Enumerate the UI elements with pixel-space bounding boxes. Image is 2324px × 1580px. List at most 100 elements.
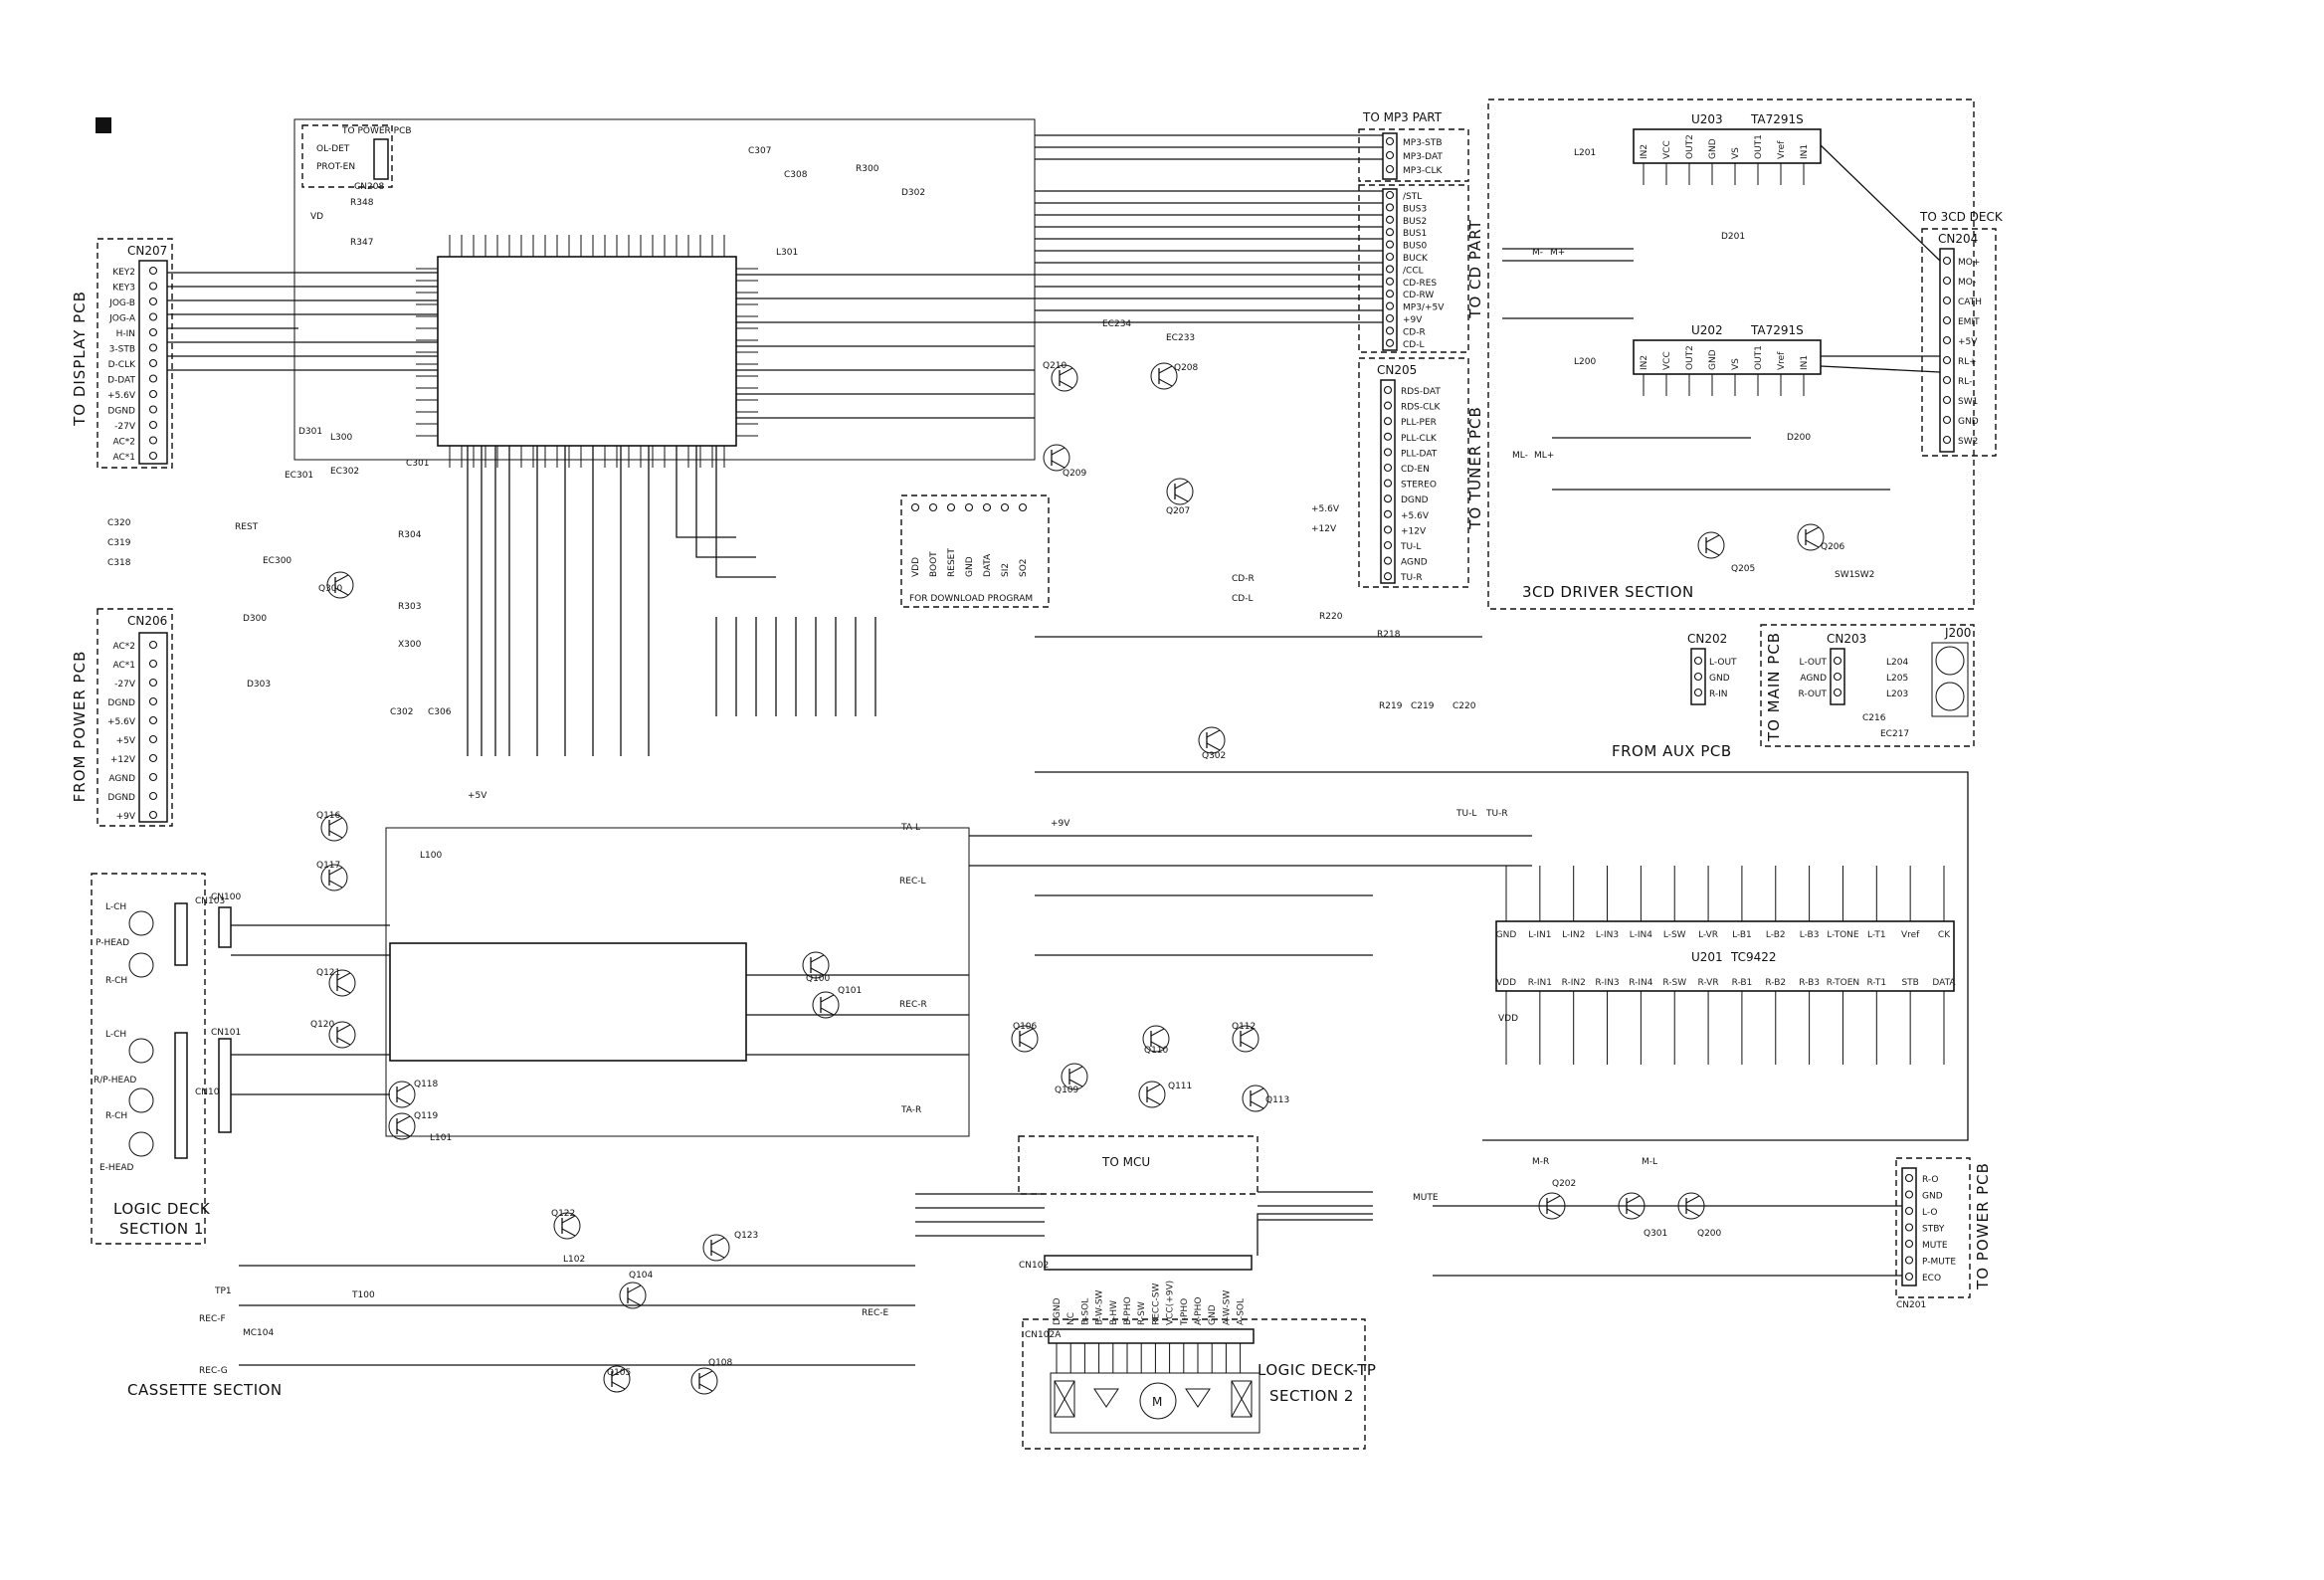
r300-label: R300: [856, 164, 879, 174]
r304-label: R304: [398, 530, 422, 540]
transistor-symbol: [1242, 1085, 1269, 1112]
transistor-symbol: [1142, 1025, 1170, 1053]
cn203-pin-dot: [1833, 672, 1842, 682]
cd-pin-dot: [1385, 203, 1395, 212]
download-pin-dot: [910, 502, 920, 512]
u203-pin-7: IN1: [1800, 144, 1810, 159]
cn207-pin-dot: [148, 405, 158, 414]
mp3-pin-dot: [1385, 164, 1395, 174]
cn102a-label: CN102A: [1025, 1330, 1062, 1340]
u203-pin-3: GND: [1708, 138, 1718, 159]
q121-label: Q121: [316, 968, 340, 978]
u201-top-pin-4: L-IN4: [1630, 930, 1652, 940]
cn204-pin-6: RL-: [1958, 377, 1972, 387]
cn203-pin-dot: [1833, 688, 1842, 697]
transistor-symbol: [690, 1367, 718, 1395]
transistor-symbol: [1797, 523, 1825, 551]
cd-pin-dot: [1385, 326, 1395, 335]
u201-bottom-pin-12: STB: [1901, 978, 1918, 988]
transistor-symbol: [1150, 362, 1178, 390]
q301-label: Q301: [1644, 1229, 1667, 1239]
u202-pin-3: GND: [1708, 349, 1718, 370]
logic-deck-1-title-b: SECTION 1: [119, 1220, 204, 1238]
transistor-symbol: [388, 1112, 416, 1140]
c301-label: C301: [406, 459, 429, 469]
transistor-symbol: [1061, 1063, 1088, 1090]
ec301-label: EC301: [285, 471, 313, 481]
t100-label: T100: [351, 1290, 375, 1300]
cn207-pin-5: 3-STB: [109, 345, 135, 355]
cassette-board-outline: [385, 827, 970, 1137]
rec-r-label: REC-R: [899, 1000, 927, 1010]
cn202-pin-dot: [1693, 656, 1703, 666]
cd-pin-dot: [1385, 190, 1395, 200]
cn206-pin-dot: [148, 753, 158, 763]
transistor-symbol: [619, 1282, 647, 1309]
cd-r-label: CD-R: [1232, 574, 1255, 584]
cn201-pin-2: L-O: [1922, 1208, 1937, 1218]
cn204-pin-3: EMIT: [1958, 317, 1980, 327]
c220-label: C220: [1452, 701, 1476, 711]
to-mcu-title: TO MCU: [1101, 1155, 1150, 1169]
u202-name: U202: [1691, 323, 1723, 337]
q117-label: Q117: [316, 861, 340, 871]
cn207-pin-dot: [148, 296, 158, 306]
cn207-pin-dot: [148, 374, 158, 383]
cn205-pin-12: TU-R: [1400, 573, 1423, 583]
cn205-pin-dot: [1383, 448, 1393, 457]
cn206-pin-dot: [148, 640, 158, 650]
l201-label: L201: [1574, 148, 1596, 158]
cd-pin-1: BUS3: [1403, 204, 1427, 214]
u203-pin-4: VS: [1731, 147, 1741, 159]
to-mcu-box: TO MCU: [1018, 1135, 1259, 1195]
lch-label: L-CH: [105, 902, 126, 912]
q110-label: Q110: [1144, 1046, 1169, 1056]
logic-deck-1-title-a: LOGIC DECK: [113, 1200, 211, 1218]
cn205-pin-dot: [1383, 385, 1393, 395]
cn205-pin-dot: [1383, 525, 1393, 534]
cn201-pin-3: STBY: [1922, 1225, 1945, 1235]
m-r-label: M-R: [1532, 1157, 1549, 1167]
cn102a-pin-8: VCC(+9V): [1166, 1281, 1176, 1325]
u201-top-pin-9: L-B3: [1800, 930, 1820, 940]
cn205-pin-4: PLL-DAT: [1401, 449, 1438, 459]
cn204-pin-dot: [1942, 335, 1952, 345]
logic-deck-tp-title-a: LOGIC DECK-TP: [1258, 1361, 1376, 1379]
transistor-symbol: [603, 1365, 631, 1393]
l205-label: L205: [1886, 674, 1908, 684]
l301-label: L301: [776, 248, 798, 258]
transistor-symbol: [553, 1212, 581, 1240]
cd-pin-2: BUS2: [1403, 217, 1427, 227]
cn206-pin-3: DGND: [107, 698, 135, 708]
cd-pin-dot: [1385, 290, 1395, 298]
l204-label: L204: [1886, 658, 1908, 668]
cn105-label: CN105: [195, 1087, 225, 1097]
u201-bottom-pin-5: R-SW: [1662, 978, 1686, 988]
cn205-pin-dot: [1383, 494, 1393, 503]
cn201-pin-dot: [1904, 1256, 1914, 1265]
cn205-pin-8: +5.6V: [1401, 511, 1430, 521]
q116-label: Q116: [316, 811, 341, 821]
ec300-label: EC300: [263, 556, 291, 566]
c319-label: C319: [107, 538, 131, 548]
cd-pin-dot: [1385, 277, 1395, 286]
cn206-pin-5: +5V: [116, 736, 136, 746]
transistor-symbol: [802, 951, 830, 979]
cassette-preamp-chip: [389, 942, 747, 1062]
cn204-pin-0: MO+: [1958, 258, 1980, 268]
cn207-pin-0: KEY2: [112, 268, 135, 278]
cn205-pin-2: PLL-PER: [1401, 418, 1437, 428]
cn101-label: CN101: [211, 1028, 241, 1038]
mp3-pin-1: MP3-DAT: [1403, 152, 1443, 162]
u201-bottom-pin-1: R-IN1: [1528, 978, 1552, 988]
plus12v-label: +12V: [1311, 524, 1337, 534]
cd-pin-dot: [1385, 240, 1395, 249]
cn207-pin-1: KEY3: [112, 284, 135, 294]
cn207-pin-3: JOG-A: [108, 314, 136, 324]
m-minus-label: M-: [1532, 248, 1543, 258]
rec-l-label: REC-L: [899, 877, 926, 887]
u202-pin-2: OUT2: [1685, 345, 1695, 370]
cn201-pin-4: MUTE: [1922, 1241, 1948, 1251]
